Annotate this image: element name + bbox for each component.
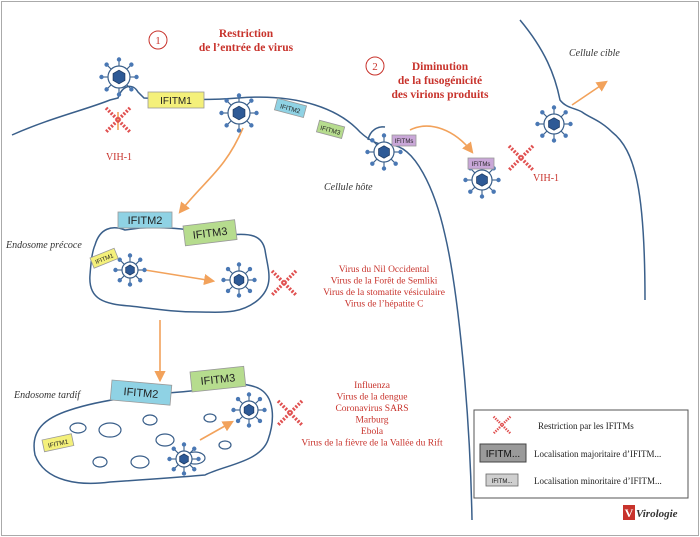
restriction-cross-late xyxy=(276,399,304,427)
virus-icon-membrane xyxy=(219,93,259,133)
arrow-late-inner xyxy=(199,420,234,441)
ifitm2-early-box: IFITM2 xyxy=(117,211,173,229)
virus-icon-target xyxy=(535,105,573,143)
ifitm1-early-box: IFITM1 xyxy=(89,247,119,269)
virus-name: Virus de la fièvre de la Vallée du Rift xyxy=(301,438,443,449)
restriction-cross-early xyxy=(270,269,298,297)
ifitm2-membrane-box: IFITM2 xyxy=(273,97,308,119)
virus-name: Coronavirus SARS xyxy=(335,404,408,414)
ifitm1-late-box: IFITM1 xyxy=(41,433,75,453)
svg-text:de la fusogénicité: de la fusogénicité xyxy=(398,75,482,87)
virus-name: Influenza xyxy=(354,380,391,391)
virus-name: Virus de l’hépatite C xyxy=(345,300,424,310)
svg-text:Restriction: Restriction xyxy=(219,28,274,40)
early-endosome-label: Endosome précoce xyxy=(5,240,82,251)
legend-major-text: Localisation majoritaire d’IFITM... xyxy=(534,449,661,459)
step-1-heading: 1 Restriction de l’entrée de virus xyxy=(148,28,294,54)
virus-group xyxy=(99,57,573,476)
ifitm2-late-box: IFITM2 xyxy=(109,379,173,406)
arrow-budding xyxy=(409,125,474,154)
ifitm1-membrane-box: IFITM1 xyxy=(147,91,205,109)
legend-major-box: IFITM... xyxy=(486,449,520,460)
virus-name: Ebola xyxy=(361,427,384,437)
svg-text:1: 1 xyxy=(155,35,161,47)
virus-name: Marburg xyxy=(355,416,388,426)
hiv-left-label: VIH-1 xyxy=(106,152,132,163)
arrow-early-inner xyxy=(144,269,216,286)
virus-name: Virus de la Forêt de Semliki xyxy=(331,277,438,287)
target-cell-membrane xyxy=(519,19,646,301)
hiv-right-label: VIH-1 xyxy=(533,173,559,184)
svg-text:IFITM2: IFITM2 xyxy=(128,215,163,227)
legend-minor-box: IFITM... xyxy=(492,479,513,485)
svg-text:IFITMs: IFITMs xyxy=(395,139,414,145)
late-endosome-vesicles xyxy=(69,413,232,469)
legend-minor-text: Localisation minoritaire d’IFITM... xyxy=(534,476,662,486)
virus-icon-late-inside xyxy=(231,392,267,428)
host-cell-label: Cellule hôte xyxy=(324,182,373,193)
virus-name: Virus du Nil Occidental xyxy=(339,265,430,275)
arrow-virus-exit xyxy=(178,127,244,214)
legend: Restriction par les IFITMs IFITM... Loca… xyxy=(473,409,689,499)
virus-icon-early-inside xyxy=(221,262,257,298)
arrow-target-out xyxy=(571,80,608,106)
virus-icon-late-outside xyxy=(167,442,201,476)
virus-name: Virus de la stomatite vésiculaire xyxy=(323,288,445,298)
svg-text:IFITM1: IFITM1 xyxy=(160,96,192,107)
svg-text:2: 2 xyxy=(372,61,378,73)
virus-icon-early-outside xyxy=(113,253,147,287)
step-2-heading: 2 Diminution de la fusogénicité des viri… xyxy=(365,56,489,101)
brand-text: Virologie xyxy=(636,508,678,520)
virus-name: Virus de la dengue xyxy=(337,393,408,403)
svg-text:des virions produits: des virions produits xyxy=(392,89,489,101)
virus-icon-entry xyxy=(99,57,139,97)
svg-text:V: V xyxy=(625,506,634,520)
ifitm3-membrane-box: IFITM3 xyxy=(315,119,346,140)
late-endosome xyxy=(33,383,274,485)
svg-text:IFITM2: IFITM2 xyxy=(123,386,159,401)
ifitm3-early-box: IFITM3 xyxy=(182,219,238,247)
svg-text:IFITMs: IFITMs xyxy=(472,162,491,168)
ifitms-virion-box: IFITMs xyxy=(467,157,495,170)
svg-text:Diminution: Diminution xyxy=(412,61,469,73)
late-endosome-label: Endosome tardif xyxy=(13,390,81,401)
svg-text:IFITM3: IFITM3 xyxy=(192,226,228,242)
restriction-cross-hiv-right xyxy=(507,144,535,172)
svg-text:IFITM1: IFITM1 xyxy=(47,439,69,450)
virologie-logo: V Virologie xyxy=(623,505,678,520)
svg-text:de l’entrée de virus: de l’entrée de virus xyxy=(199,42,294,54)
ifitm3-late-box: IFITM3 xyxy=(189,365,247,393)
ifitms-budding-box: IFITMs xyxy=(391,134,417,147)
svg-text:IFITM3: IFITM3 xyxy=(200,372,236,388)
virus-icon-budding xyxy=(365,133,403,171)
target-cell-label: Cellule cible xyxy=(569,48,620,59)
legend-restriction-text: Restriction par les IFITMs xyxy=(538,421,634,431)
